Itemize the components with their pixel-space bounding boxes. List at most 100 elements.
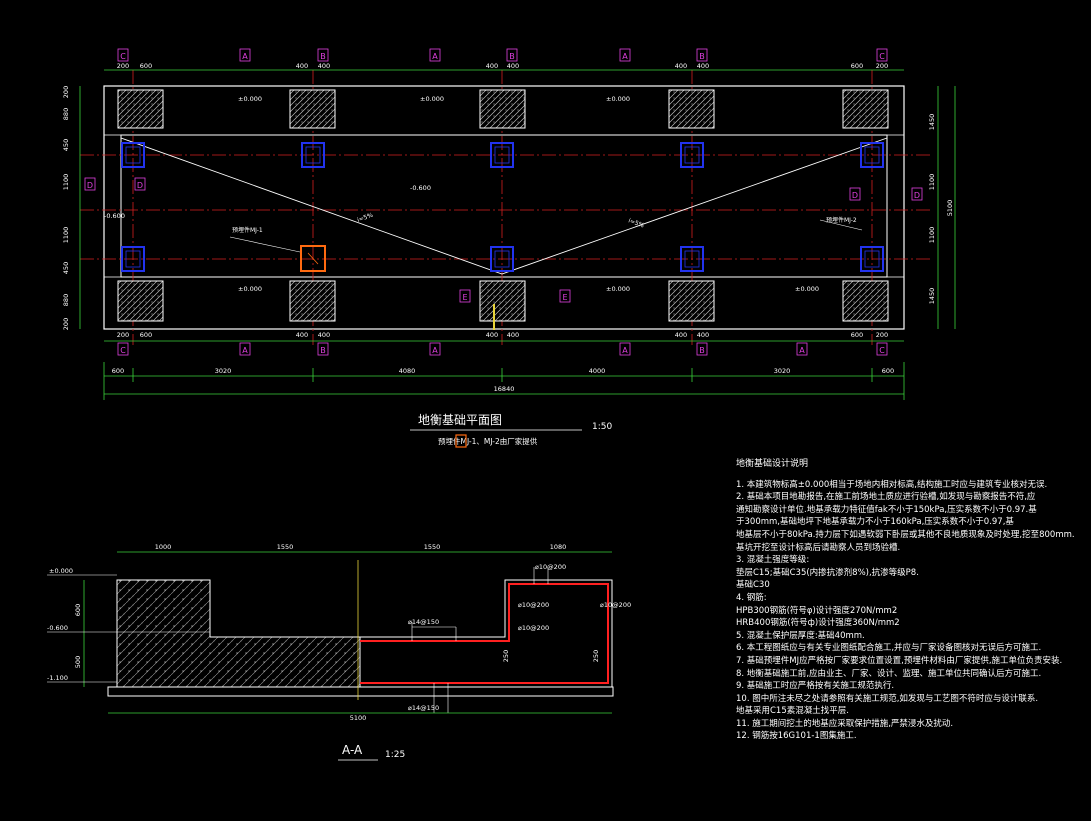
svg-text:400: 400 xyxy=(318,331,330,339)
note-line: 6. 本工程图纸应与有关专业图纸配合施工,并应与厂家设备图核对无误后方可施工. xyxy=(736,643,1042,654)
svg-text:C: C xyxy=(879,346,885,355)
note-line: 于300mm,基础地坪下地基承载力不小于160kPa,压实系数不小于0.97,基 xyxy=(736,517,1014,528)
plan-outline xyxy=(103,85,905,330)
plate-mj1-highlight[interactable] xyxy=(300,245,326,272)
design-notes: 地衡基础设计说明 1. 本建筑物标高±0.000相当于场地内相对标高,结构施工时… xyxy=(736,458,1086,743)
svg-text:400: 400 xyxy=(486,62,498,70)
callout-mj2-text: 预埋件MJ-2 xyxy=(826,216,857,224)
svg-text:⌀14@150: ⌀14@150 xyxy=(408,704,439,712)
svg-text:400: 400 xyxy=(675,331,687,339)
note-line: 通知勘察设计单位.地基承载力特征值fak不小于150kPa,压实系数不小于0.9… xyxy=(736,504,1037,515)
svg-text:1100: 1100 xyxy=(928,174,936,191)
note-line: HPB300钢筋(符号φ)设计强度270N/mm2 xyxy=(736,605,898,616)
svg-text:600: 600 xyxy=(112,367,124,375)
subtitle-highlight xyxy=(455,434,467,448)
svg-text:C: C xyxy=(120,346,126,355)
svg-text:500: 500 xyxy=(74,656,82,668)
svg-text:400: 400 xyxy=(296,331,308,339)
svg-text:C: C xyxy=(120,52,126,61)
note-line: HRB400钢筋(符号ф)设计强度360N/mm2 xyxy=(736,618,900,629)
svg-text:B: B xyxy=(509,52,515,61)
note-line: 11. 施工期间挖土的地基应采取保护措施,严禁浸水及扰动. xyxy=(736,718,954,729)
svg-text:⌀14@150: ⌀14@150 xyxy=(408,618,439,626)
note-line: 5. 混凝土保护层厚度:基础40mm. xyxy=(736,630,865,641)
svg-text:-1.100: -1.100 xyxy=(47,674,68,682)
note-line: 基础C30 xyxy=(736,580,770,591)
svg-text:A: A xyxy=(432,346,438,355)
svg-text:600: 600 xyxy=(851,331,863,339)
section-markers[interactable] xyxy=(84,48,923,356)
note-line: 12. 钢筋按16G101-1图集施工. xyxy=(736,731,857,742)
svg-text:200: 200 xyxy=(117,331,129,339)
section-marker-labels: C A B A B A B C C A B A A B A C D D D D … xyxy=(87,52,920,355)
section-base xyxy=(107,686,614,697)
plan-view: 预埋件MJ-1 预埋件MJ-2 ±0.000 ±0.000 ±0.000 ±0.… xyxy=(62,48,956,448)
elevation-leaders xyxy=(47,574,210,683)
section-title: A-A xyxy=(342,743,363,757)
svg-text:A: A xyxy=(622,52,628,61)
rebar-callouts xyxy=(411,567,549,713)
svg-text:1100: 1100 xyxy=(62,227,70,244)
section-dims-top: 1000 1550 1550 1080 5100 600 500 xyxy=(74,543,566,722)
svg-text:⌀10@200: ⌀10@200 xyxy=(518,624,549,632)
note-line: 8. 地衡基础施工前,应由业主、厂家、设计、监理、施工单位共同确认后方可施工. xyxy=(736,668,1042,679)
svg-text:C: C xyxy=(879,52,885,61)
svg-text:±0.000: ±0.000 xyxy=(238,95,262,103)
section-elevations: ±0.000 -0.600 -1.100 xyxy=(47,567,73,682)
svg-text:1000: 1000 xyxy=(155,543,172,551)
svg-text:D: D xyxy=(914,191,920,200)
note-line: 地基采用C15素混凝土找平层. xyxy=(736,706,849,717)
svg-text:200: 200 xyxy=(876,331,888,339)
svg-text:16840: 16840 xyxy=(494,385,515,393)
note-line: 9. 基础施工时应严格按有关施工规范执行. xyxy=(736,681,895,692)
note-line: 4. 钢筋: xyxy=(736,592,767,603)
note-line: 7. 基础预埋件MJ应严格按厂家要求位置设置,预埋件材料由厂家提供,施工单位负责… xyxy=(736,655,1063,666)
section-view: ⌀10@200 ⌀10@200 ⌀10@200 ⌀10@200 ⌀14@150 … xyxy=(47,543,631,761)
svg-text:400: 400 xyxy=(675,62,687,70)
svg-text:E: E xyxy=(562,293,567,302)
svg-text:1100: 1100 xyxy=(62,174,70,191)
note-line: 基坑开挖至设计标高后请勘察人员到场验槽. xyxy=(736,542,901,553)
callout-mj1-text: 预埋件MJ-1 xyxy=(232,226,263,234)
pads-top xyxy=(117,89,889,129)
svg-text:880: 880 xyxy=(62,108,70,120)
callout-mj2: 预埋件MJ-2 xyxy=(819,216,863,231)
svg-text:⌀10@200: ⌀10@200 xyxy=(535,563,566,571)
svg-text:250: 250 xyxy=(502,650,510,662)
svg-text:-0.600: -0.600 xyxy=(104,212,125,220)
callout-mj1: 预埋件MJ-1 xyxy=(229,226,301,253)
svg-text:600: 600 xyxy=(140,62,152,70)
svg-text:±0.000: ±0.000 xyxy=(420,95,444,103)
rebar-labels: ⌀10@200 ⌀10@200 ⌀10@200 ⌀10@200 ⌀14@150 … xyxy=(408,563,631,712)
plan-dim-bottom: 600 3020 4080 4000 3020 600 16840 xyxy=(112,367,894,393)
slope-marks: i=5% i=5% xyxy=(356,212,645,230)
notes-title: 地衡基础设计说明 xyxy=(736,459,809,469)
section-dim-lines xyxy=(83,551,612,714)
rebar-lines xyxy=(360,583,609,684)
svg-text:i=5%: i=5% xyxy=(356,212,374,224)
svg-text:B: B xyxy=(320,346,326,355)
svg-text:600: 600 xyxy=(882,367,894,375)
svg-text:4080: 4080 xyxy=(399,367,416,375)
svg-text:3020: 3020 xyxy=(774,367,791,375)
svg-text:200: 200 xyxy=(117,62,129,70)
svg-text:1450: 1450 xyxy=(928,114,936,131)
svg-text:E: E xyxy=(462,293,467,302)
svg-text:B: B xyxy=(699,52,705,61)
svg-text:A: A xyxy=(622,346,628,355)
svg-text:±0.000: ±0.000 xyxy=(606,95,630,103)
plan-scale: 1:50 xyxy=(592,422,612,432)
svg-text:D: D xyxy=(852,191,858,200)
pads-bottom xyxy=(117,280,889,322)
plan-dimensions xyxy=(79,69,956,400)
svg-text:450: 450 xyxy=(62,139,70,151)
svg-text:-0.600: -0.600 xyxy=(47,624,68,632)
svg-text:A: A xyxy=(799,346,805,355)
svg-text:A: A xyxy=(242,346,248,355)
svg-text:400: 400 xyxy=(296,62,308,70)
plan-dim-top: 200 600 400 400 400 400 400 400 600 200 xyxy=(117,62,888,70)
svg-text:±0.000: ±0.000 xyxy=(238,285,262,293)
plan-title: 地衡基础平面图 xyxy=(418,413,502,427)
svg-text:D: D xyxy=(137,181,143,190)
